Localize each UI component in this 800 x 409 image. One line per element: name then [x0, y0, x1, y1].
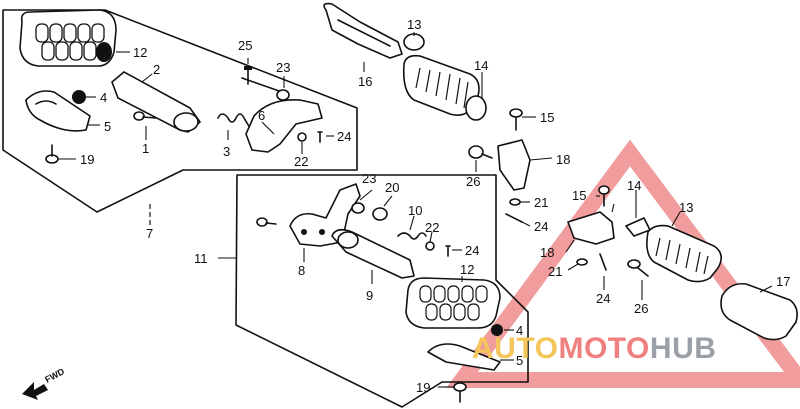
cover-17	[720, 282, 798, 341]
callout-24-upper: 24	[337, 129, 351, 144]
footpeg-rubber-12	[19, 9, 117, 67]
callout-18-upper: 18	[556, 152, 570, 167]
bracket-6	[245, 99, 323, 153]
callout-12-lower: 12	[460, 262, 474, 277]
callout-labels: 12 2 4 5 1 19 3 6 25 23 22 24 7 16 13 14…	[80, 17, 790, 395]
callout-4-lower: 4	[516, 323, 523, 338]
callout-2: 2	[153, 62, 160, 77]
callout-19-upper: 19	[80, 152, 94, 167]
pin-1-lower	[256, 217, 277, 227]
callout-24-right: 24	[596, 291, 610, 306]
callout-26-right: 26	[634, 301, 648, 316]
callout-15-upper: 15	[540, 110, 554, 125]
cotter-pin-24-right-upper	[505, 213, 523, 223]
washer-21-upper	[509, 198, 521, 206]
callout-26-upper: 26	[466, 174, 480, 189]
callout-14-right: 14	[627, 178, 641, 193]
callout-21-upper: 21	[534, 195, 548, 210]
footpeg-arm-2	[111, 71, 201, 133]
callout-19-lower: 19	[416, 380, 430, 395]
bolt-15-right	[598, 185, 610, 207]
callout-5-upper: 5	[104, 119, 111, 134]
callout-11: 11	[194, 251, 208, 266]
stopper-4-upper	[72, 90, 86, 104]
callout-23-upper: 23	[276, 60, 290, 75]
watermark-logo: AUTOMOTOHUB	[472, 332, 716, 365]
footpeg-arm-9	[331, 228, 415, 279]
callout-5-lower: 5	[516, 353, 523, 368]
footpeg-rubber-14	[402, 54, 487, 121]
callout-10: 10	[408, 203, 422, 218]
washer-20	[372, 207, 388, 221]
callout-13-upper: 13	[407, 17, 421, 32]
plate-5-lower	[427, 343, 501, 371]
callout-20: 20	[385, 180, 399, 195]
callout-3: 3	[223, 144, 230, 159]
washer-23-upper	[276, 89, 290, 101]
watermark-text-hub: HUB	[650, 332, 717, 365]
callout-18-right: 18	[540, 245, 554, 260]
stopper-4-lower	[491, 324, 503, 336]
washer-21-right	[576, 258, 588, 266]
callout-21-right: 21	[548, 264, 562, 279]
callout-23-lower: 23	[362, 171, 376, 186]
screw-19-upper	[45, 144, 59, 164]
callout-9: 9	[366, 288, 373, 303]
svg-text:AUTOMOTOHUB: AUTOMOTOHUB	[472, 332, 716, 365]
callout-17: 17	[776, 274, 790, 289]
fwd-label: FWD	[43, 366, 66, 385]
footpeg-rubber-13-right	[646, 224, 722, 283]
watermark-text-moto: MOTO	[558, 332, 649, 365]
callout-24-right-upper: 24	[534, 219, 548, 234]
footpeg-arm-16	[323, 2, 403, 59]
washer-22-upper	[297, 132, 307, 142]
callout-16: 16	[358, 74, 372, 89]
bolt-15-upper	[509, 108, 523, 131]
bolt-25	[241, 66, 283, 93]
fwd-arrow-icon: FWD	[22, 366, 66, 400]
washer-23-lower	[351, 202, 365, 214]
cotter-pin-24-upper	[317, 131, 323, 143]
pin-1	[133, 111, 157, 121]
cotter-pin-24-lower	[445, 245, 451, 257]
watermark-text-auto: AUTO	[472, 332, 558, 365]
screw-19-lower	[453, 382, 467, 403]
callout-22-upper: 22	[294, 154, 308, 169]
callout-8: 8	[298, 263, 305, 278]
end-cap-14-right	[625, 217, 651, 237]
callout-7: 7	[146, 226, 153, 241]
spring-10	[397, 232, 427, 240]
callout-24-lower: 24	[465, 243, 479, 258]
washer-22-lower	[425, 241, 435, 251]
callout-22-lower: 22	[425, 220, 439, 235]
bolt-26-right	[627, 259, 649, 277]
callout-14-upper: 14	[474, 58, 488, 73]
bracket-18-right	[567, 211, 615, 245]
callout-12-upper: 12	[133, 45, 147, 60]
plate-5-upper-detail	[35, 100, 57, 105]
callout-1-upper: 1	[142, 141, 149, 156]
callout-25: 25	[238, 38, 252, 53]
lower-center-group-outline	[235, 174, 529, 408]
end-cap-13-upper	[403, 33, 425, 51]
callout-6: 6	[258, 108, 265, 123]
footpeg-rubber-12-lower	[405, 277, 501, 329]
cotter-pin-24-right	[599, 253, 607, 271]
upper-left-group-outline	[2, 9, 358, 213]
callout-4-upper: 4	[100, 90, 107, 105]
bolt-26-upper	[468, 145, 493, 159]
bracket-18-upper	[497, 139, 531, 191]
leader-lines	[58, 32, 773, 388]
callout-13-right: 13	[679, 200, 693, 215]
callout-15-right: 15	[572, 188, 586, 203]
spring-3	[217, 113, 251, 129]
